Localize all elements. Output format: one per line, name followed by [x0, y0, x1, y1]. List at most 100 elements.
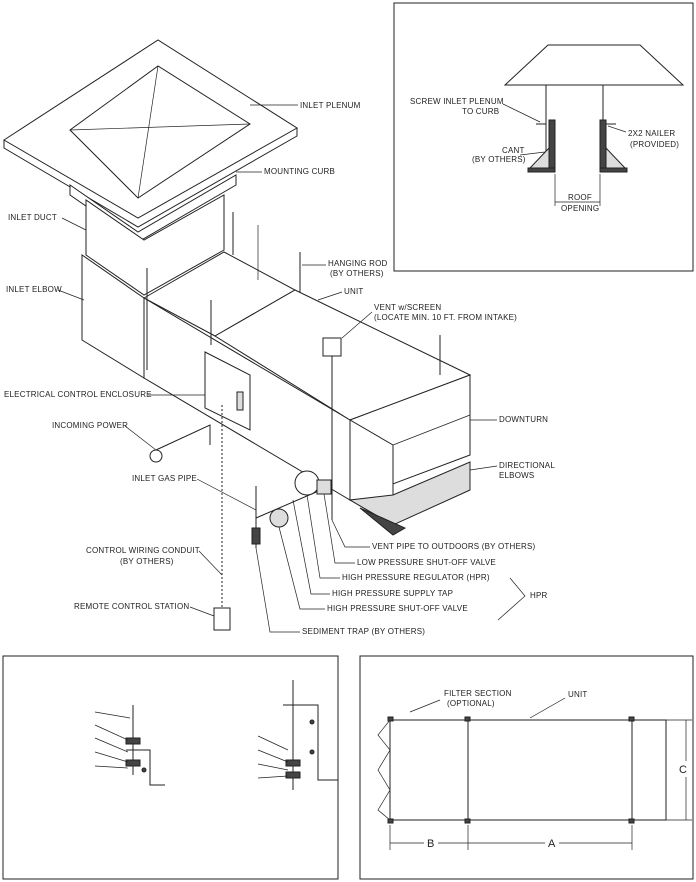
label-unit: UNIT [344, 287, 363, 296]
remote-control-station [213, 607, 231, 631]
enclosure-latch [236, 391, 244, 411]
label-directional-2: ELBOWS [499, 471, 534, 480]
leader-inlet-duct [61, 217, 87, 231]
leader-hp-tap [292, 499, 330, 595]
cant-leader [519, 151, 546, 156]
plan-leader-unit [529, 697, 566, 719]
cant-left [528, 146, 550, 169]
bolt-left [141, 767, 147, 773]
plan-downturn [631, 719, 667, 821]
label-vent-screen-2: (LOCATE MIN. 10 FT. FROM INTAKE) [374, 313, 517, 322]
sediment-trap [251, 527, 261, 545]
nailer-leader [607, 125, 627, 133]
plan-dim-b: B [427, 838, 434, 850]
label-vent-screen-1: VENT w/SCREEN [374, 303, 441, 312]
plan-dim-a: A [548, 838, 556, 850]
leader-conduit [198, 550, 223, 576]
plenum-cap [503, 44, 685, 86]
label-conduit-1: CONTROL WIRING CONDUIT [86, 546, 200, 555]
bracket-leader-1 [94, 711, 131, 719]
label-hp-valve: HIGH PRESSURE SHUT-OFF VALVE [327, 604, 468, 613]
leader-vent [341, 311, 373, 339]
plan-detail-panel: FILTER SECTION (OPTIONAL) UNIT B A C [359, 655, 694, 880]
high-pressure-regulator [294, 470, 320, 496]
curb-detail-frame [393, 2, 694, 272]
plenum-diag-2 [137, 65, 159, 199]
bracket-leader-5 [94, 765, 129, 769]
plenum-diag-1 [69, 123, 251, 131]
label-hp-tap: HIGH PRESSURE SUPPLY TAP [332, 589, 453, 598]
hpr-bracket [497, 577, 526, 621]
label-inlet-duct: INLET DUCT [8, 213, 57, 222]
nailer-label-2: (PROVIDED) [630, 140, 679, 149]
leader-hpr [306, 494, 340, 579]
cant-label-2: (BY OTHERS) [472, 155, 526, 164]
roof-deck-right [599, 167, 628, 173]
roof-label-1: ROOF [568, 193, 592, 202]
bracket-leader-2 [94, 724, 129, 741]
plan-detail-frame [359, 655, 694, 880]
screw-label-2: TO CURB [462, 107, 499, 116]
power-conduit [155, 424, 211, 451]
label-mounting-curb: MOUNTING CURB [264, 167, 335, 176]
low-pressure-valve [316, 479, 332, 495]
plan-leader-filter [409, 699, 441, 713]
roof-label-2: OPENING [561, 204, 599, 213]
leader-inlet-elbow [57, 289, 85, 301]
plan-lug-2 [464, 716, 471, 722]
plan-label-filter-2: (OPTIONAL) [447, 699, 495, 708]
bracket-r-leader-4 [257, 775, 289, 779]
nailer-label-1: 2X2 NAILER [628, 129, 675, 138]
label-electrical-enclosure: ELECTRICAL CONTROL ENCLOSURE [4, 390, 152, 399]
leader-sediment [255, 547, 300, 633]
plan-lug-3 [628, 716, 635, 722]
label-remote-station: REMOTE CONTROL STATION [74, 602, 189, 611]
screw-label-1: SCREW INLET PLENUM [410, 97, 504, 106]
plan-unit-body [389, 719, 633, 821]
main-isometric-drawing: INLET PLENUM MOUNTING CURB INLET DUCT IN… [3, 39, 555, 636]
plan-break-line [377, 719, 391, 821]
nut-right-1 [285, 759, 301, 767]
cant-right [605, 146, 627, 169]
leader-unit [317, 291, 343, 301]
label-hpr-abbr: HPR [530, 591, 548, 600]
inlet-duct [85, 194, 225, 296]
curb-wall-left [548, 119, 556, 169]
bracket-leader-4 [94, 751, 129, 763]
nut-left-2 [125, 759, 141, 767]
bracket-r-leader-3 [257, 763, 289, 771]
label-hpr: HIGH PRESSURE REGULATOR (HPR) [342, 573, 490, 582]
bolt-right-2 [309, 749, 315, 755]
leader-hp-valve [278, 526, 325, 610]
label-inlet-gas-pipe: INLET GAS PIPE [132, 474, 197, 483]
plan-lug-4 [387, 818, 394, 824]
plan-lug-1 [387, 716, 394, 722]
label-lp-valve: LOW PRESSURE SHUT-OFF VALVE [357, 558, 496, 567]
plan-dim-c: C [679, 764, 687, 776]
cant-label-1: CANT [502, 146, 525, 155]
leader-gas-pipe [196, 478, 257, 511]
bolt-right-1 [309, 719, 315, 725]
nut-right-2 [285, 771, 301, 779]
screw-leader [502, 103, 541, 123]
incoming-power-box [149, 449, 163, 463]
bracket-r-leader-2 [257, 749, 289, 763]
downturn-edge [392, 414, 471, 446]
label-conduit-2: (BY OTHERS) [120, 557, 174, 566]
angle-right [283, 704, 338, 781]
plan-label-unit: UNIT [568, 690, 587, 699]
mounting-curb [69, 174, 237, 243]
bracket-detail-frame [2, 655, 339, 880]
plenum-eave [3, 128, 298, 228]
label-downturn: DOWNTURN [499, 415, 548, 424]
plan-lug-5 [464, 818, 471, 824]
leader-remote [189, 606, 215, 617]
label-inlet-elbow: INLET ELBOW [6, 285, 62, 294]
leader-power [124, 425, 157, 451]
label-directional-1: DIRECTIONAL [499, 461, 555, 470]
label-vent-pipe: VENT PIPE TO OUTDOORS (BY OTHERS) [372, 542, 536, 551]
label-hanging-rod-2: (BY OTHERS) [330, 269, 384, 278]
label-inlet-plenum: INLET PLENUM [300, 101, 361, 110]
label-hanging-rod-1: HANGING ROD [328, 259, 388, 268]
